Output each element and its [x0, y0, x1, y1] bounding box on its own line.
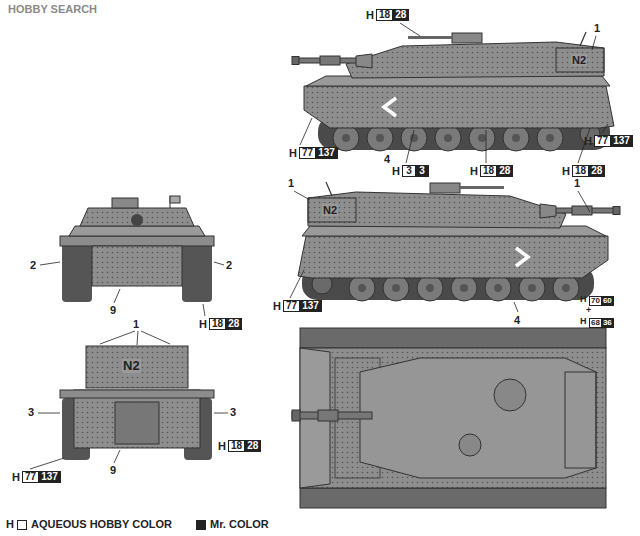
aqueous-color-code: 18	[376, 9, 393, 21]
callout-number: 4	[384, 153, 390, 165]
callout-number: 4	[514, 314, 520, 326]
paint-prefix: H	[273, 300, 281, 312]
callout-number: 3	[28, 406, 34, 418]
color-number: 36	[603, 318, 612, 327]
paint-prefix: H	[218, 440, 226, 452]
decal-text: N2	[122, 359, 141, 373]
color-number: 3	[406, 165, 412, 176]
color-number: 70	[591, 296, 600, 305]
color-number: 18	[483, 165, 494, 176]
callout-number: 1	[594, 22, 600, 34]
color-number: 137	[41, 471, 58, 482]
color-number: 28	[228, 318, 239, 329]
color-number: 28	[499, 165, 510, 176]
mr-color-code: 137	[299, 300, 322, 312]
color-number: 68	[591, 318, 600, 327]
aqueous-color-code: 77	[22, 471, 39, 483]
legend-prefix: H	[6, 518, 14, 530]
mr-color-code: 3	[415, 165, 429, 177]
legend-swatch	[196, 520, 206, 530]
color-number: 28	[395, 9, 406, 20]
color-number: 77	[302, 147, 313, 158]
aqueous-color-code: 3	[402, 165, 416, 177]
decal-text: N2	[322, 204, 338, 216]
color-number: 137	[318, 147, 335, 158]
color-number: 28	[591, 165, 602, 176]
callout-number: 2	[30, 259, 36, 271]
color-number: 77	[286, 300, 297, 311]
aqueous-color-code: 77	[299, 147, 316, 159]
color-number: 18	[212, 318, 223, 329]
aqueous-color-code: 77	[594, 135, 611, 147]
paint-prefix: H	[392, 165, 400, 177]
paint-prefix: H	[199, 318, 207, 330]
decal-text: N2	[571, 54, 587, 66]
color-number: 28	[247, 440, 258, 451]
callout-number: 1	[574, 177, 580, 189]
color-number: 3	[419, 165, 425, 176]
mr-color-code: 28	[244, 440, 261, 452]
mr-color-code: 28	[496, 165, 513, 177]
watermark: HOBBY SEARCH	[8, 3, 97, 15]
callout-number: 1	[288, 177, 294, 189]
aqueous-color-code: 18	[572, 165, 589, 177]
callout-number: 1	[133, 318, 139, 330]
mr-color-code: 137	[315, 147, 338, 159]
color-number: 137	[302, 300, 319, 311]
paint-prefix: H	[580, 295, 587, 305]
paint-prefix: H	[584, 135, 592, 147]
paint-prefix: H	[289, 147, 297, 159]
callout-number: 2	[226, 259, 232, 271]
color-number: 77	[25, 471, 36, 482]
mr-color-code: 137	[610, 135, 633, 147]
legend-swatch	[17, 520, 27, 530]
plus-sign: +	[586, 306, 591, 316]
mr-color-code: 28	[392, 9, 409, 21]
mr-color-code: 60	[601, 296, 614, 306]
callout-number: 9	[110, 304, 116, 316]
color-number: 18	[379, 9, 390, 20]
color-number: 137	[613, 135, 630, 146]
mr-color-code: 28	[225, 318, 242, 330]
color-number: 18	[575, 165, 586, 176]
legend-text: Mr. COLOR	[210, 518, 269, 530]
paint-prefix: H	[562, 165, 570, 177]
aqueous-color-code: 77	[283, 300, 300, 312]
aqueous-color-code: 18	[228, 440, 245, 452]
color-number: 60	[603, 296, 612, 305]
mr-color-code: 28	[588, 165, 605, 177]
aqueous-color-code: 18	[480, 165, 497, 177]
color-number: 77	[597, 135, 608, 146]
legend-text: AQUEOUS HOBBY COLOR	[31, 518, 172, 530]
color-number: 18	[231, 440, 242, 451]
mr-color-code: 137	[38, 471, 61, 483]
paint-prefix: H	[580, 317, 587, 327]
paint-prefix: H	[12, 471, 20, 483]
paint-prefix: H	[366, 9, 374, 21]
aqueous-color-code: 18	[209, 318, 226, 330]
paint-prefix: H	[470, 165, 478, 177]
callout-number: 3	[230, 406, 236, 418]
mr-color-code: 36	[601, 318, 614, 328]
callout-number: 9	[110, 464, 116, 476]
